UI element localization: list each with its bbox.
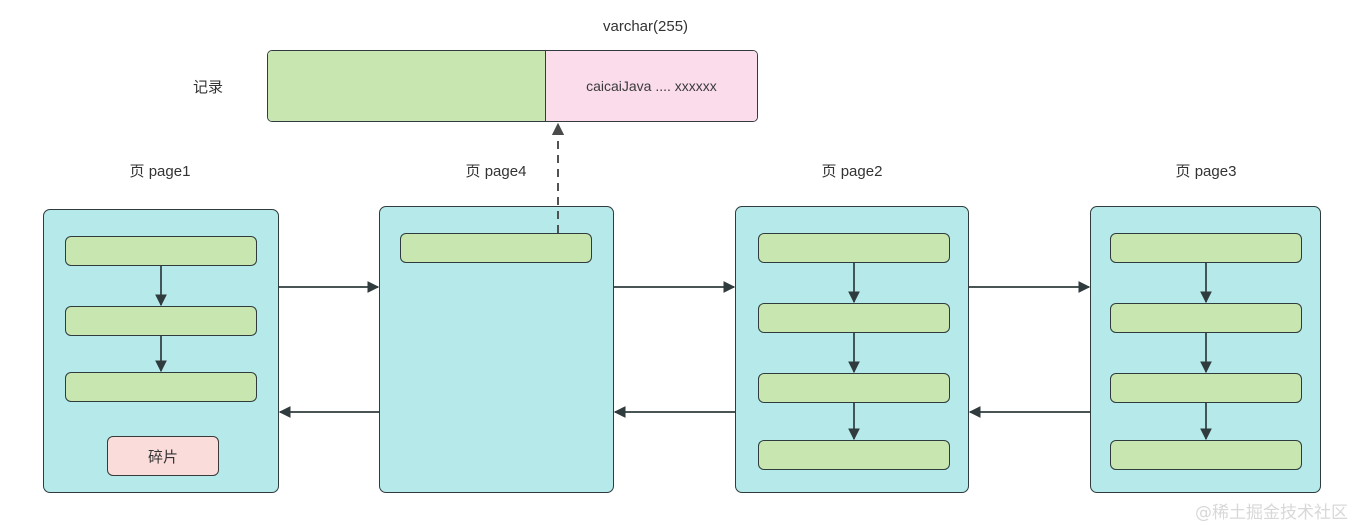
record-slot-page2-2[interactable] bbox=[758, 303, 950, 333]
record-slot-page3-3[interactable] bbox=[1110, 373, 1302, 403]
page-title-page1: 页 page1 bbox=[129, 163, 191, 180]
record-segment-fixed-part bbox=[268, 51, 545, 121]
record-row: caicaiJava .... xxxxxx bbox=[267, 50, 758, 122]
varchar-type-label: varchar(255) bbox=[603, 18, 689, 35]
record-slot-page1-3[interactable] bbox=[65, 372, 257, 402]
record-label: 记录 bbox=[193, 79, 224, 96]
record-slot-page3-2[interactable] bbox=[1110, 303, 1302, 333]
page-title-page4: 页 page4 bbox=[465, 163, 527, 180]
fragment-box-page1[interactable]: 碎片 bbox=[107, 436, 219, 476]
record-slot-page2-3[interactable] bbox=[758, 373, 950, 403]
record-slot-page3-1[interactable] bbox=[1110, 233, 1302, 263]
record-slot-page3-4[interactable] bbox=[1110, 440, 1302, 470]
record-slot-page1-2[interactable] bbox=[65, 306, 257, 336]
record-slot-page1-1[interactable] bbox=[65, 236, 257, 266]
record-segment-varchar-overflow-part: caicaiJava .... xxxxxx bbox=[544, 51, 757, 121]
record-slot-page4-1[interactable] bbox=[400, 233, 592, 263]
record-slot-page2-1[interactable] bbox=[758, 233, 950, 263]
record-slot-page2-4[interactable] bbox=[758, 440, 950, 470]
page-title-page2: 页 page2 bbox=[821, 163, 883, 180]
page-title-page3: 页 page3 bbox=[1175, 163, 1237, 180]
watermark-text: @稀土掘金技术社区 bbox=[1195, 503, 1348, 523]
